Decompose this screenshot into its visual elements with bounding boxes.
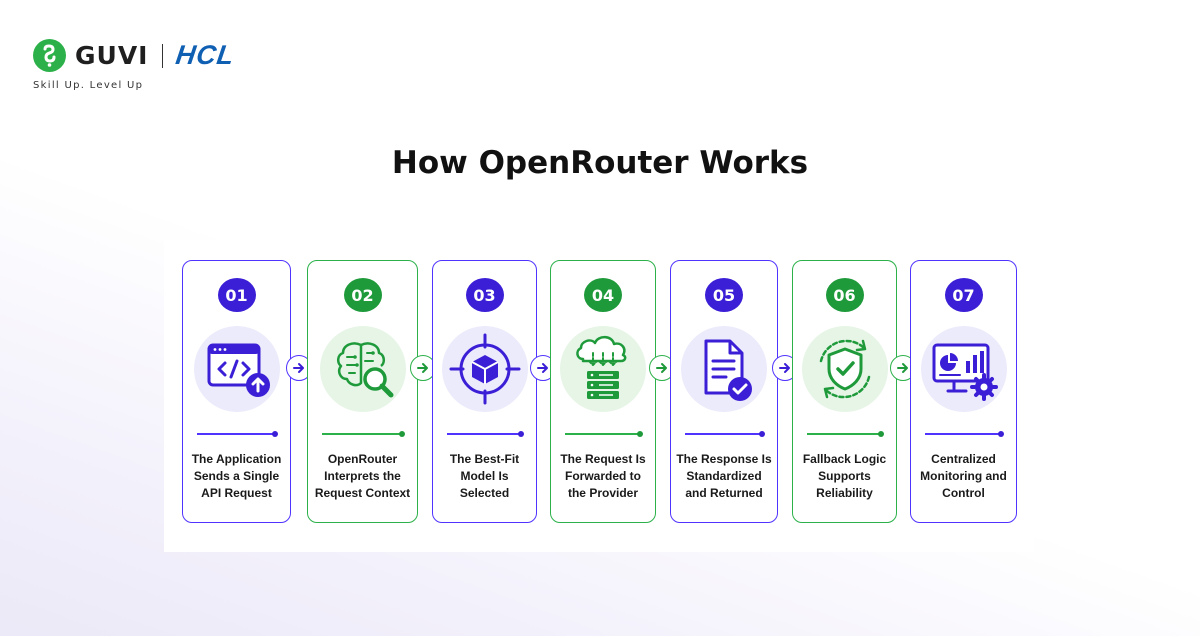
step-label: The Application Sends a Single API Reque… xyxy=(191,452,282,500)
step-number-badge: 06 xyxy=(825,278,864,312)
logo-row: GUVI HCL xyxy=(33,39,238,72)
step-label: Centralized Monitoring and Control xyxy=(920,452,1007,500)
step-icon-circle xyxy=(920,326,1007,412)
divider-dot xyxy=(518,431,524,437)
brain-search-icon xyxy=(336,342,393,398)
guvi-logo-text: GUVI xyxy=(75,41,149,70)
step-divider xyxy=(322,431,405,437)
step-label: The Request Is Forwarded to the Provider xyxy=(560,452,646,500)
step-label: OpenRouter Interprets the Request Contex… xyxy=(314,452,411,500)
step-label: The Response Is Standardized and Returne… xyxy=(676,452,772,500)
step-divider xyxy=(565,431,643,437)
step-icon-circle xyxy=(681,326,767,412)
step-number-badge: 02 xyxy=(343,278,382,312)
document-check-icon xyxy=(704,339,752,401)
divider-dot xyxy=(399,431,405,437)
monitor-chart-gear-icon xyxy=(932,343,998,401)
target-cube-icon xyxy=(449,333,520,405)
step-card-07: 07 Centralized Monitoring and Control xyxy=(910,260,1017,523)
shield-refresh-icon xyxy=(819,339,870,399)
step-icon-circle xyxy=(801,326,888,412)
step-card-04: 04 The Request Is Forwarded to the Provi… xyxy=(550,260,656,523)
cloud-server-icon xyxy=(576,335,627,399)
step-divider xyxy=(807,431,884,437)
step-number-badge: 01 xyxy=(217,278,256,312)
step-number-badge: 07 xyxy=(944,278,983,312)
page-title: How OpenRouter Works xyxy=(391,145,809,181)
step-card-05: 05 The Response Is Standardized and Retu… xyxy=(670,260,778,523)
hcl-logo-text: HCL xyxy=(174,40,238,70)
step-card-03: 03 The Best-Fit Model Is Selected xyxy=(432,260,537,523)
step-icon-circle xyxy=(193,326,280,412)
step-divider xyxy=(925,431,1004,437)
code-window-upload-icon xyxy=(207,343,270,397)
brand-tagline: Skill Up. Level Up xyxy=(33,80,144,91)
divider-dot xyxy=(998,431,1004,437)
step-number-badge: 04 xyxy=(584,278,622,312)
divider-dot xyxy=(637,431,643,437)
step-divider xyxy=(447,431,524,437)
step-divider xyxy=(197,431,278,437)
step-label: The Best-Fit Model Is Selected xyxy=(449,452,520,500)
step-label: Fallback Logic Supports Reliability xyxy=(802,452,887,500)
flow-arrow-icon xyxy=(410,355,436,381)
divider-dot xyxy=(878,431,884,437)
step-number-badge: 05 xyxy=(705,278,743,312)
step-card-01: 01 The Application Sends a Single API Re… xyxy=(182,260,291,523)
step-divider xyxy=(685,431,765,437)
step-card-02: 02 OpenRouter Interprets the Request Con… xyxy=(307,260,418,523)
guvi-logo-icon xyxy=(33,39,66,72)
divider-dot xyxy=(272,431,278,437)
step-icon-circle xyxy=(560,326,646,412)
step-card-06: 06 Fallback Logic Supports Reliability xyxy=(792,260,897,523)
step-number-badge: 03 xyxy=(465,278,504,312)
step-icon-circle xyxy=(441,326,528,412)
logo-separator xyxy=(162,43,164,68)
step-icon-circle xyxy=(319,326,406,412)
divider-dot xyxy=(759,431,765,437)
